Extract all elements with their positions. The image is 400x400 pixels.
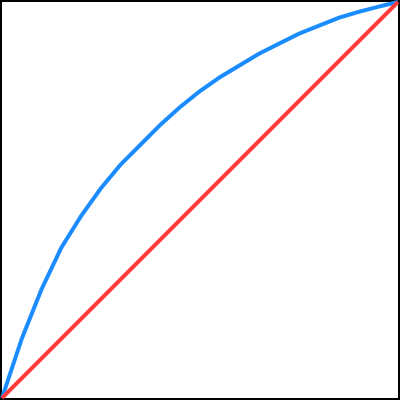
series-line-curve xyxy=(0,0,399,399)
series-layer xyxy=(0,0,400,400)
chart xyxy=(0,0,400,400)
series-line-diagonal xyxy=(0,0,400,400)
